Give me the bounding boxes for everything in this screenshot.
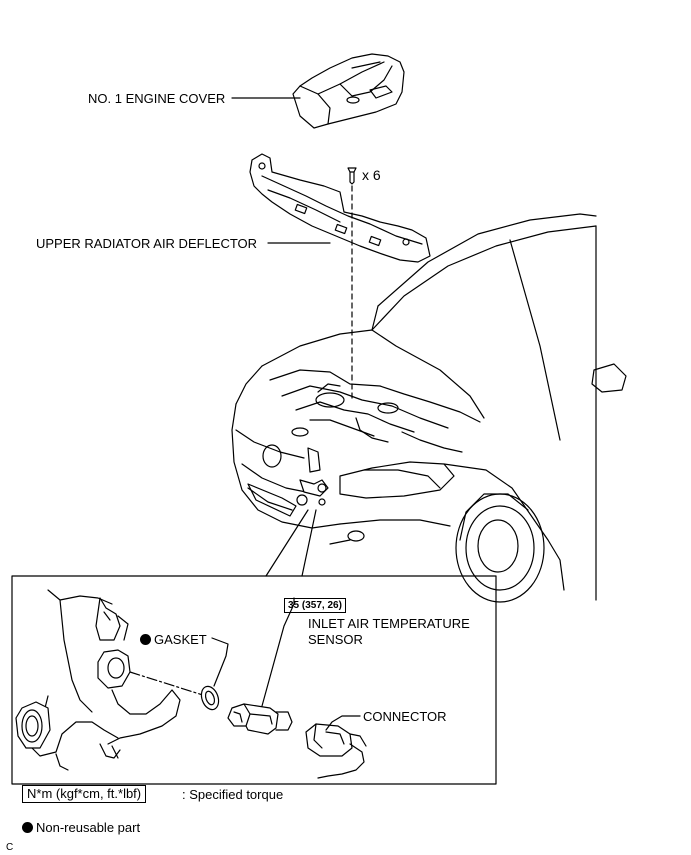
clip-drawing [347,167,357,185]
gasket-label: GASKET [140,632,207,647]
torque-spec-box: 35 (357, 26) [284,598,346,613]
engine-cover-label: NO. 1 ENGINE COVER [88,91,226,106]
nonreusable-legend: Non-reusable part [22,820,140,835]
torque-legend-desc: : Specified torque [182,787,284,802]
detail-frame [11,575,497,785]
nonreusable-legend-dot-icon [22,822,33,833]
clip-quantity-label: x 6 [362,167,381,183]
deflector-drawing [249,153,431,263]
corner-code: C [6,842,14,853]
gasket-label-text: GASKET [154,632,207,647]
nonreusable-dot-icon [140,634,151,645]
sensor-label-line1: INLET AIR TEMPERATURE [308,616,470,631]
deflector-label: UPPER RADIATOR AIR DEFLECTOR [36,236,258,251]
engine-cover-drawing [292,53,405,129]
nonreusable-legend-text: Non-reusable part [36,820,141,835]
gasket-drawing [200,685,220,711]
intake-pipe-drawing [15,589,181,771]
sensor-drawing [227,703,293,735]
vehicle-drawing [231,213,627,603]
connector-drawing [305,723,367,779]
connector-label: CONNECTOR [363,709,447,724]
sensor-label-line2: SENSOR [308,632,363,647]
torque-legend-box: N*m (kgf*cm, ft.*lbf) [22,785,147,803]
